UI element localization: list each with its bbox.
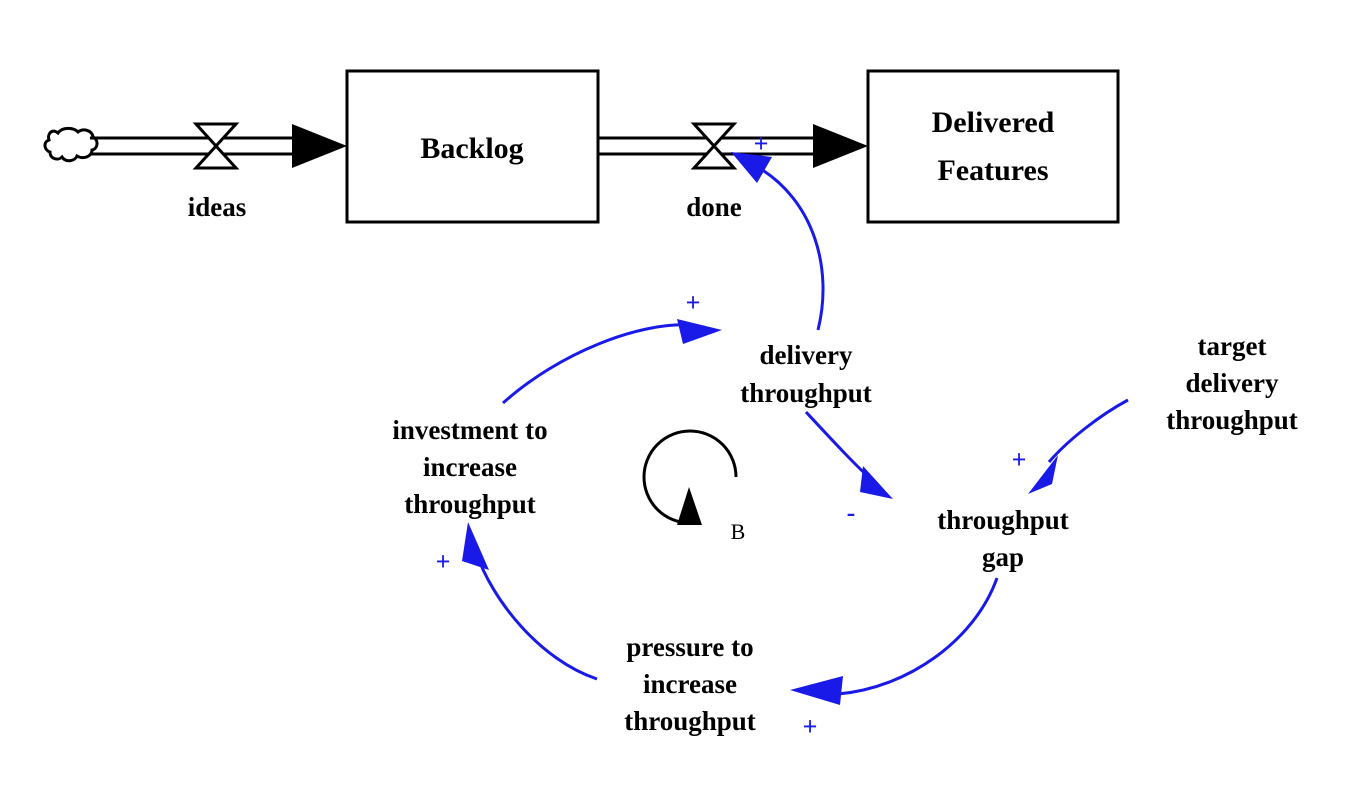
link-curve-target-to-gap <box>1047 398 1129 463</box>
link-target-to-throughput-gap[interactable] <box>1028 398 1129 494</box>
arrowhead-investment-to-delivery <box>677 319 722 344</box>
flow-label-ideas: ideas <box>188 192 247 222</box>
variable-label-investment-line1: investment to <box>392 415 547 445</box>
variable-pressure-to-increase-throughput[interactable]: pressure to increase throughput <box>624 632 756 736</box>
variable-label-target-line1: target <box>1198 331 1267 361</box>
variable-label-pressure-line2: increase <box>643 669 737 699</box>
arrowhead-delivery-to-gap <box>860 466 893 499</box>
cloud-source-icon <box>43 126 99 163</box>
stock-backlog[interactable]: Backlog <box>345 69 600 224</box>
link-investment-to-delivery-throughput[interactable] <box>502 319 722 405</box>
stock-box-backlog[interactable] <box>345 69 600 224</box>
arrowhead-delivery-to-done <box>731 152 772 183</box>
arrowhead-gap-to-pressure <box>790 676 843 705</box>
variable-investment-to-increase-throughput[interactable]: investment to increase throughput <box>392 415 547 519</box>
variable-label-investment-line2: increase <box>423 452 517 482</box>
link-pressure-to-investment[interactable] <box>462 522 598 681</box>
polarity-minus-throughput-gap: - <box>847 498 856 527</box>
variable-label-target-line3: throughput <box>1166 405 1298 435</box>
flow-ideas[interactable]: ideas <box>43 122 347 222</box>
link-delivery-throughput-to-gap[interactable] <box>804 410 893 499</box>
link-delivery-throughput-to-done[interactable] <box>731 152 825 331</box>
link-curve-gap-to-pressure <box>837 577 999 696</box>
variable-label-pressure-line3: throughput <box>624 706 756 736</box>
polarity-plus-done-valve: + <box>754 129 769 158</box>
balancing-loop-indicator: B <box>642 429 746 544</box>
variable-throughput-gap[interactable]: throughput gap <box>937 505 1069 572</box>
loop-arc-icon <box>642 429 738 525</box>
valve-ideas-icon[interactable] <box>192 122 240 170</box>
variable-label-throughput-gap-line1: throughput <box>937 505 1069 535</box>
variable-label-investment-line3: throughput <box>404 489 536 519</box>
link-throughput-gap-to-pressure[interactable] <box>790 577 999 705</box>
stock-box-delivered-features[interactable] <box>866 69 1120 224</box>
loop-arrowhead-icon <box>677 487 702 525</box>
arrowhead-target-to-gap <box>1028 455 1058 494</box>
flow-label-done: done <box>686 192 742 222</box>
stock-label-backlog: Backlog <box>420 132 523 165</box>
stock-label-delivered-features-line1: Delivered <box>932 106 1055 139</box>
valve-done-icon[interactable] <box>690 122 738 170</box>
arrowhead-pressure-to-investment <box>462 522 489 570</box>
polarity-plus-gap-to-pressure: + <box>803 712 818 741</box>
loop-letter-b: B <box>731 519 746 544</box>
variable-label-delivery-throughput-line2: throughput <box>740 378 872 408</box>
polarity-plus-pressure-to-investment: + <box>436 547 451 576</box>
stock-delivered-features[interactable]: Delivered Features <box>866 69 1120 224</box>
stock-label-delivered-features-line2: Features <box>937 154 1048 187</box>
variable-label-target-line2: delivery <box>1186 368 1279 398</box>
arrowhead-ideas <box>292 124 347 168</box>
variable-label-pressure-line1: pressure to <box>626 632 753 662</box>
link-curve-pressure-to-investment <box>474 551 598 681</box>
variable-target-delivery-throughput[interactable]: target delivery throughput <box>1166 331 1298 435</box>
flow-done[interactable]: done <box>598 122 868 222</box>
polarity-plus-delivery-throughput: + <box>686 288 701 317</box>
link-curve-delivery-to-done <box>755 164 825 331</box>
variable-label-throughput-gap-line2: gap <box>982 542 1024 572</box>
variable-label-delivery-throughput-line1: delivery <box>760 340 853 370</box>
link-curve-investment-to-delivery <box>502 323 691 405</box>
variable-delivery-throughput[interactable]: delivery throughput <box>740 340 872 408</box>
arrowhead-done <box>813 124 868 168</box>
polarity-plus-target-to-gap: + <box>1012 445 1027 474</box>
